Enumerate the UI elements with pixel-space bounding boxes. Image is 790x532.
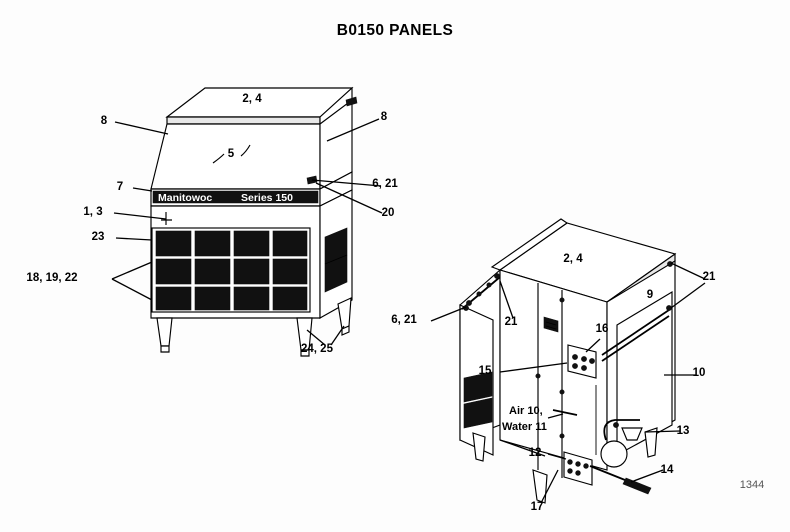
left-badge-plate [152, 190, 319, 204]
right-unit-illustration [459, 218, 677, 504]
right-diagonal-bar [601, 309, 670, 356]
left-top-clip [345, 96, 358, 107]
left-grille-cells [155, 230, 308, 311]
left-squiggle-a [212, 153, 225, 164]
right-drain-tube [603, 419, 640, 441]
left-front-sloped-panel [150, 123, 321, 190]
callout-right-21-a: 21 [703, 271, 716, 283]
callout-right-17: 17 [531, 501, 544, 513]
right-inlet-label-group: Air 10, Water 11 [502, 405, 547, 433]
callout-left-8-right: 8 [381, 111, 388, 123]
callout-right-13: 13 [677, 425, 690, 437]
callout-right-14: 14 [661, 464, 674, 476]
callout-left-1-3: 1, 3 [83, 206, 102, 218]
right-power-plug [622, 477, 652, 495]
right-leg-right [644, 427, 658, 458]
left-squiggle-b [240, 144, 251, 157]
left-leg-front-left [156, 317, 173, 347]
right-leader-lines [430, 262, 706, 504]
left-leg-rear-right-foot [341, 325, 350, 336]
left-leader-lines [111, 118, 383, 346]
left-unit-illustration: Manitowoc Series 150 [150, 86, 358, 357]
callout-left-20: 20 [382, 207, 395, 219]
right-callout-group: 2, 4 21 6, 21 21 9 16 15 10 13 12 14 17 [391, 253, 716, 513]
callout-right-2-4: 2, 4 [563, 253, 583, 265]
left-top-panel-edge [166, 116, 321, 125]
callout-left-23: 23 [92, 231, 105, 243]
callout-left-8-top: 8 [101, 115, 108, 127]
callout-left-2-4: 2, 4 [242, 93, 262, 105]
right-power-cord [589, 465, 631, 483]
right-center-panel [499, 269, 608, 471]
left-leg-front-right-foot [300, 349, 310, 357]
right-tube-coil [600, 440, 628, 468]
label-air-label: Air 10, [509, 405, 543, 417]
brand-label: Manitowoc [158, 192, 212, 204]
left-leg-rear-right [337, 297, 352, 330]
right-leg-left [472, 432, 486, 462]
callout-right-10: 10 [693, 367, 706, 379]
left-side-vent [324, 227, 348, 293]
page-title: B0150 PANELS [337, 22, 454, 39]
right-side-vent-upper [463, 371, 493, 403]
callout-left-5: 5 [228, 148, 235, 160]
label-water-label: Water 11 [502, 421, 547, 433]
right-top-left-slope [490, 218, 569, 271]
right-side-vent-lower [463, 397, 493, 429]
right-control-block [567, 344, 597, 379]
left-leg-front-left-foot [160, 345, 170, 353]
right-rear-panel-inner [616, 290, 673, 456]
right-diagonal-bar-2 [601, 315, 670, 362]
callout-right-15: 15 [479, 365, 492, 377]
right-drain-fitting [621, 427, 643, 441]
callout-left-6-21: 6, 21 [372, 178, 398, 190]
right-leg-center [532, 469, 548, 504]
callout-left-7: 7 [117, 181, 123, 193]
callout-left-24-25: 24, 25 [301, 343, 334, 355]
model-label: Series 150 [241, 192, 293, 204]
callout-right-16: 16 [596, 323, 609, 335]
left-callout-group: 2, 4 8 8 5 7 6, 21 20 1, 3 23 18, 19, 22 24, 25 [26, 93, 398, 355]
callout-left-18-19-22: 18, 19, 22 [26, 272, 77, 284]
right-inlet-stub [552, 409, 578, 416]
figure-number: 1344 [740, 479, 764, 491]
callout-right-12: 12 [529, 447, 542, 459]
callout-right-21-b: 21 [505, 316, 518, 328]
callout-right-9: 9 [647, 289, 653, 301]
callout-right-6-21: 6, 21 [391, 314, 417, 326]
